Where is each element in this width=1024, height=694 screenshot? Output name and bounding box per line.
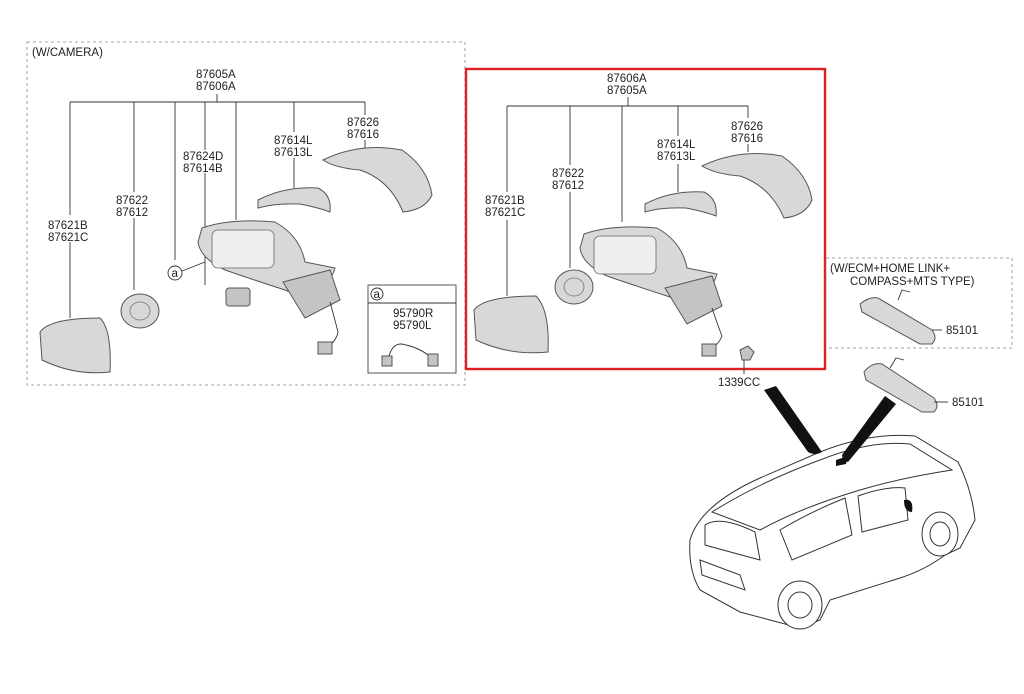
left-harness	[325, 301, 339, 349]
left-group: (W/CAMERA) 87605A 87606A 87626 87616 876…	[26, 41, 466, 386]
mid-group-highlight-frame	[464, 67, 827, 371]
left-mirror-glass	[39, 317, 111, 374]
left-group-title: (W/CAMERA)	[32, 47, 103, 59]
detail-connector-right	[427, 353, 439, 367]
car-rear-glass	[704, 520, 761, 561]
mid-assembly-code-1: 87606A	[607, 73, 647, 85]
mid-housing-window	[593, 235, 657, 275]
left-actuator-code-1: 87622	[116, 195, 148, 207]
vehicle-illustration	[689, 386, 976, 630]
right-group-frame	[825, 257, 1013, 349]
left-mount-bracket	[282, 269, 341, 319]
left-glass-code-1: 87621B	[48, 220, 88, 232]
detail-connector-left	[381, 355, 393, 367]
mid-harness-connector	[701, 343, 717, 357]
detail-letter-circle	[370, 287, 384, 301]
right-group: (W/ECM+HOME LINK+ COMPASS+MTS TYPE) 8510…	[825, 257, 1013, 413]
mid-mount-bracket	[664, 275, 723, 325]
mid-cover-code-2: 87616	[731, 133, 763, 145]
mid-assembly-code-2: 87605A	[607, 85, 647, 97]
mid-repeater-code-2: 87613L	[657, 151, 696, 163]
left-cover-code-1: 87626	[347, 117, 379, 129]
left-housing-window	[211, 229, 275, 269]
left-group-frame	[26, 41, 466, 386]
inside-mirror	[863, 363, 938, 413]
right-note-line-1: (W/ECM+HOME LINK+	[830, 263, 950, 275]
left-mirror-cover	[321, 147, 433, 213]
mid-repeater-code-1: 87614L	[657, 139, 696, 151]
car-side-window-1	[779, 497, 853, 561]
left-harness-connector	[317, 341, 333, 355]
mid-glass-code-2: 87621C	[485, 207, 525, 219]
mid-screw	[739, 345, 755, 361]
mid-cover-code-1: 87626	[731, 121, 763, 133]
mid-group: 87606A 87605A 87626 87616 87614L 87613L …	[464, 67, 827, 374]
mid-mirror-glass	[473, 295, 549, 354]
car-side-window-2	[857, 487, 909, 533]
left-callout-letter: a	[172, 268, 179, 280]
ecm-mirror-stem	[897, 289, 911, 301]
car-taillight	[699, 559, 746, 591]
car-side-mirror-marker	[904, 499, 913, 512]
left-cover-code-2: 87616	[347, 129, 379, 141]
pointer-to-side-mirror	[764, 386, 822, 454]
detail-code-2: 95790L	[393, 320, 432, 332]
left-camera-code-1: 87624D	[183, 151, 223, 163]
right-note-line-2: COMPASS+MTS TYPE)	[850, 276, 975, 288]
car-roof	[710, 442, 954, 531]
left-assembly-code-2: 87606A	[196, 81, 236, 93]
left-glass-code-2: 87621C	[48, 232, 88, 244]
left-assembly-code-1: 87605A	[196, 69, 236, 81]
inside-mirror-stem	[889, 357, 905, 369]
mid-screw-code: 1339CC	[718, 377, 760, 389]
left-repeater-code-2: 87613L	[274, 147, 313, 159]
mid-actuator	[554, 269, 594, 305]
left-camera-code-2: 87614B	[183, 163, 223, 175]
pointer-to-inside-mirror	[842, 396, 896, 462]
left-camera-unit	[225, 287, 251, 307]
left-actuator-code-2: 87612	[116, 207, 148, 219]
detail-letter: a	[374, 289, 381, 301]
left-actuator	[120, 293, 160, 329]
ecm-mirror	[859, 297, 936, 345]
mid-mirror-cover	[700, 153, 813, 219]
inside-mirror-code: 85101	[952, 397, 984, 409]
left-repeater-lamp	[257, 187, 331, 213]
mid-repeater-lamp	[644, 191, 717, 217]
left-repeater-code-1: 87614L	[274, 135, 313, 147]
detail-harness	[387, 343, 433, 361]
ecm-mirror-code: 85101	[946, 325, 978, 337]
mid-actuator-code-2: 87612	[552, 180, 584, 192]
left-callout-circle	[167, 265, 183, 281]
mid-actuator-code-1: 87622	[552, 168, 584, 180]
detail-code-1: 95790R	[393, 308, 433, 320]
mid-glass-code-1: 87621B	[485, 195, 525, 207]
